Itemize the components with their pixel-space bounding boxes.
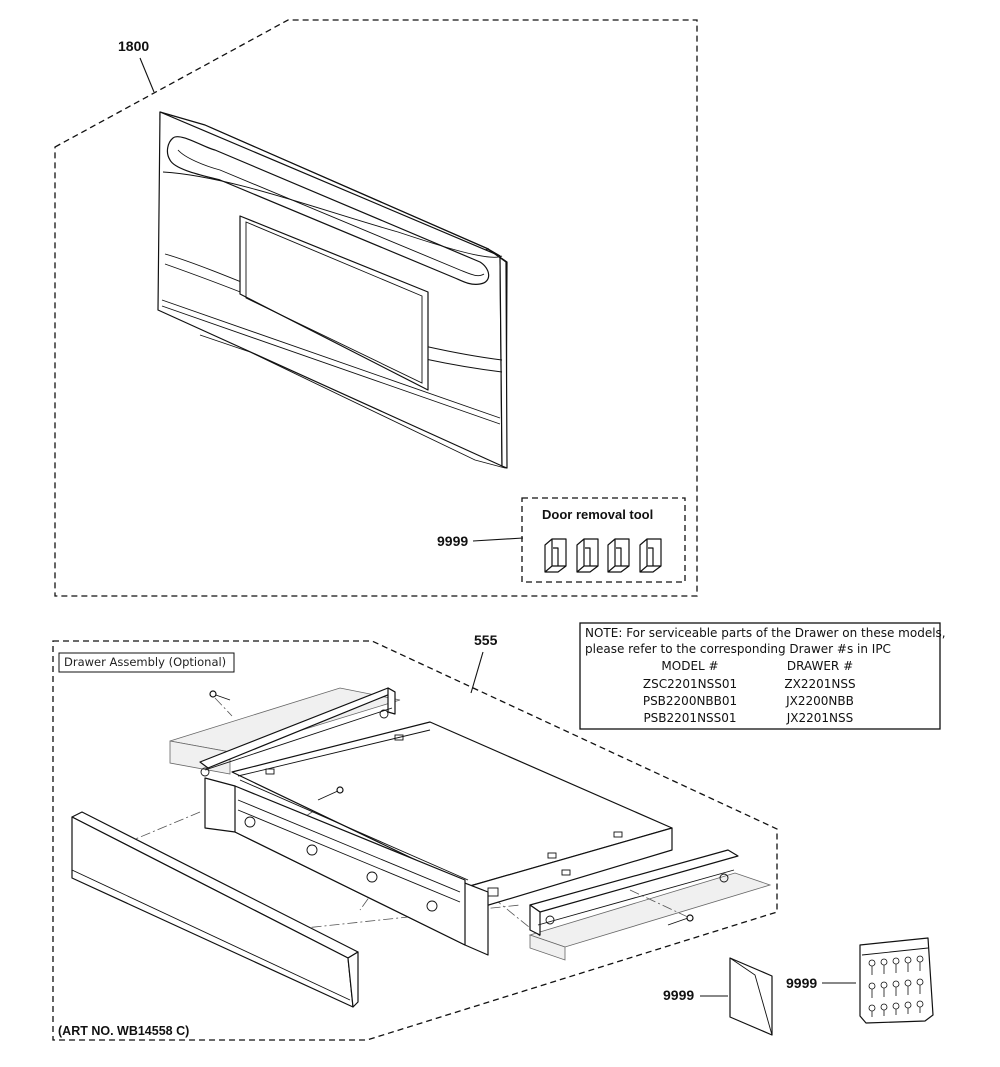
oven-door[interactable] <box>157 111 508 469</box>
drawer-assembly-label-box: Drawer Assembly (Optional) <box>58 652 235 673</box>
door-removal-tool-box: Door removal tool <box>521 497 686 583</box>
note-line-2: please refer to the corresponding Drawer… <box>585 642 891 656</box>
callout-1800-leader <box>139 57 155 93</box>
note-model-row-1: ZSC2201NSS01 <box>643 677 737 691</box>
note-line-1: NOTE: For serviceable parts of the Drawe… <box>585 626 946 640</box>
note-drawer-header: DRAWER # <box>787 659 853 673</box>
callout-1800[interactable]: 1800 <box>118 38 149 54</box>
note-drawer-row-3: JX2201NSS <box>786 711 854 725</box>
door-removal-tool-label: Door removal tool <box>542 507 653 522</box>
drawer-front-panel[interactable] <box>71 811 359 1008</box>
note-drawer-row-1: ZX2201NSS <box>784 677 855 691</box>
drawer-left-rail[interactable] <box>199 687 396 777</box>
drawer-screws <box>209 690 694 926</box>
callout-9999-tool[interactable]: 9999 <box>437 533 468 549</box>
hardware-kit-bag[interactable] <box>859 937 934 1024</box>
callout-9999-literature[interactable]: 9999 <box>663 987 694 1003</box>
callout-9999-hardware[interactable]: 9999 <box>786 975 817 991</box>
drawer-front-frame[interactable] <box>204 777 499 956</box>
art-number: (ART NO. WB14558 C) <box>58 1024 189 1038</box>
callout-9999-tool-leader <box>472 537 524 542</box>
drawer-body[interactable] <box>231 721 673 911</box>
callout-555-leader <box>470 651 484 694</box>
note-model-header: MODEL # <box>661 659 718 673</box>
literature-packet[interactable] <box>729 957 773 1036</box>
drawer-group-boundary <box>52 640 778 1041</box>
note-model-row-3: PSB2201NSS01 <box>643 711 736 725</box>
drawer-mounting-blocks <box>169 687 772 961</box>
callout-555[interactable]: 555 <box>474 632 498 648</box>
hardware-kit-screws <box>868 955 924 1017</box>
serviceable-parts-note: NOTE: For serviceable parts of the Drawe… <box>579 622 946 730</box>
door-removal-tool-set[interactable] <box>544 538 662 573</box>
drawer-assembly-label: Drawer Assembly (Optional) <box>64 655 226 669</box>
note-model-row-2: PSB2200NBB01 <box>643 694 737 708</box>
drawer-right-rail[interactable] <box>529 849 739 936</box>
door-group-boundary <box>54 19 698 597</box>
note-drawer-row-2: JX2200NBB <box>785 694 854 708</box>
